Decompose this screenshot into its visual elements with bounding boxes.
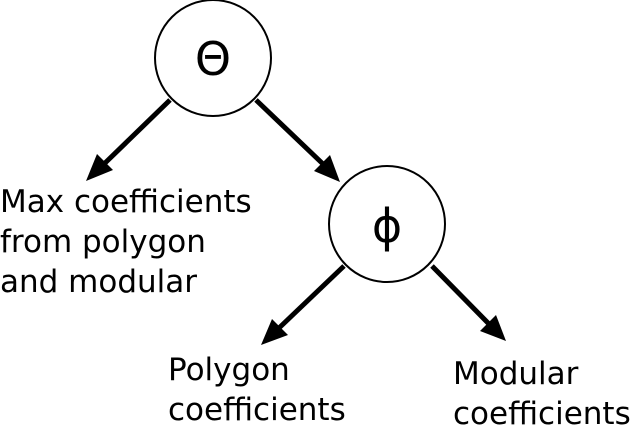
leaf-label-modular-line-2: coefficients: [453, 396, 631, 432]
leaf-label-max-line-2: from polygon: [0, 224, 206, 260]
arrowhead-theta-to-phi: [314, 155, 340, 182]
arrowhead-theta-to-max: [86, 154, 113, 181]
edge-theta-to-phi: [254, 98, 325, 166]
leaf-label-max-line-1: Max coefficients: [0, 184, 252, 220]
node-phi-circle: [328, 165, 446, 283]
leaf-label-max-coefficients: Max coefficients from polygon and modula…: [0, 182, 252, 302]
edge-phi-to-modular: [430, 264, 491, 326]
arrowhead-phi-to-modular: [480, 315, 506, 341]
edge-theta-to-max: [102, 98, 172, 166]
leaf-label-polygon-coefficients: Polygon coefficients: [168, 350, 346, 430]
leaf-label-polygon-line-2: coefficients: [168, 392, 346, 428]
leaf-label-modular-coefficients: Modular coefficients: [453, 354, 631, 434]
leaf-label-modular-line-1: Modular: [453, 356, 579, 392]
leaf-label-polygon-line-1: Polygon: [168, 352, 290, 388]
node-theta-symbol: Θ: [195, 32, 231, 86]
edge-phi-to-polygon: [277, 264, 346, 330]
leaf-label-max-line-3: and modular: [0, 264, 198, 300]
arrowhead-phi-to-polygon: [261, 319, 288, 345]
node-phi-symbol: ϕ: [372, 199, 402, 253]
node-theta-circle: [154, 0, 272, 117]
